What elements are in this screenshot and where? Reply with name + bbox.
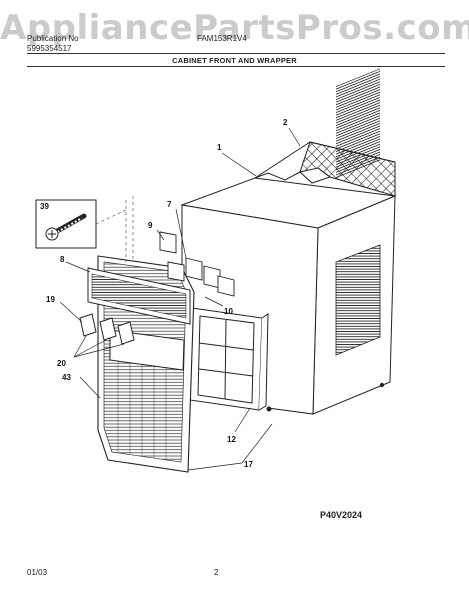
leader-lines — [59, 127, 301, 471]
publication-label: Publication No — [27, 34, 79, 43]
header-rule-top — [27, 53, 445, 54]
label-stickers — [159, 231, 235, 297]
publication-number: 5995354517 — [27, 44, 72, 53]
callout-1: 1 — [217, 143, 222, 152]
callout-19: 19 — [46, 295, 55, 304]
callout-12: 12 — [227, 435, 236, 444]
callout-17: 17 — [244, 460, 253, 469]
screw-inset — [35, 199, 97, 249]
callout-43: 43 — [62, 373, 71, 382]
callout-39: 39 — [40, 202, 49, 211]
rear-mesh-panel — [299, 141, 396, 197]
wrapper-cabinet — [180, 68, 397, 415]
reference-lines — [95, 196, 134, 262]
callout-2: 2 — [283, 118, 288, 127]
section-title: CABINET FRONT AND WRAPPER — [172, 56, 297, 65]
callout-20: 20 — [57, 359, 66, 368]
control-knobs — [79, 313, 135, 345]
callout-7: 7 — [167, 200, 172, 209]
model-number: FAM153R1V4 — [197, 34, 247, 43]
callout-10: 10 — [224, 307, 233, 316]
air-filter — [189, 307, 269, 411]
callout-8: 8 — [60, 255, 65, 264]
footer-date: 01/03 — [27, 568, 48, 577]
header-rule-bottom — [27, 66, 445, 67]
louver-assembly — [87, 267, 191, 325]
callout-9: 9 — [148, 221, 153, 230]
diagram-code: P40V2024 — [320, 510, 363, 520]
page-number: 2 — [214, 568, 219, 577]
